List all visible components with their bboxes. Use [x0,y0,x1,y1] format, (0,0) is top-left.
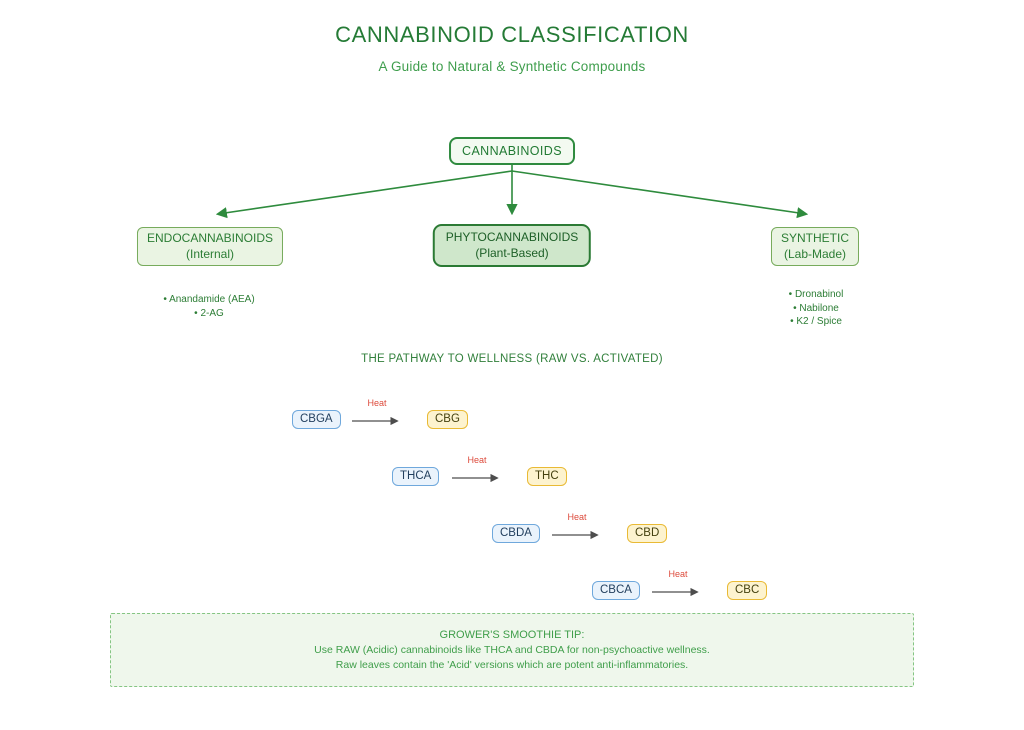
endocannabinoid-examples: • Anandamide (AEA) • 2-AG [163,293,254,320]
chip-cbda: CBDA [492,524,540,543]
tip-line-2: Raw leaves contain the 'Acid' versions w… [335,659,689,672]
node-phytocannabinoids-name: PHYTOCANNABINOIDS [445,230,579,244]
page-title: CANNABINOID CLASSIFICATION [335,22,689,47]
list-item: • Nabilone [793,302,839,314]
node-endocannabinoids: ENDOCANNABINOIDS (Internal) [136,227,284,267]
list-item: • Anandamide (AEA) [163,294,255,305]
node-synthetic-name: SYNTHETIC [780,231,850,245]
pathway-section-title: THE PATHWAY TO WELLNESS (RAW VS. ACTIVAT… [361,353,663,365]
heat-label: Heat [467,455,487,465]
synthetic-examples: • Dronabinol • Nabilone • K2 / Spice [789,288,844,329]
chip-cbg: CBG [427,410,468,429]
node-cannabinoids: CANNABINOIDS [449,137,575,166]
chip-cbc: CBC [727,581,768,600]
heat-label: Heat [367,398,387,408]
chip-thc: THC [527,467,567,486]
tip-title: GROWER'S SMOOTHIE TIP: [439,628,585,641]
node-endocannabinoids-qualifier: (Internal) [185,246,235,261]
tip-line-1: Use RAW (Acidic) cannabinoids like THCA … [314,644,710,657]
node-phytocannabinoids-qualifier: (Plant-Based) [475,245,549,260]
chip-cbca: CBCA [592,581,640,600]
node-endocannabinoids-name: ENDOCANNABINOIDS [146,231,274,245]
heat-label: Heat [567,512,587,522]
node-phytocannabinoids: PHYTOCANNABINOIDS (Plant-Based) [432,224,592,268]
chip-cbga: CBGA [292,410,341,429]
chip-thca: THCA [392,467,440,486]
heat-label: Heat [668,569,688,579]
node-cannabinoids-label: CANNABINOIDS [462,144,562,158]
page-subtitle: A Guide to Natural & Synthetic Compounds [378,59,646,74]
list-item: • 2-AG [194,307,224,319]
growers-tip-box: GROWER'S SMOOTHIE TIP: Use RAW (Acidic) … [110,613,914,687]
list-item: • K2 / Spice [790,316,842,327]
chip-cbd: CBD [627,524,668,543]
node-synthetic: SYNTHETIC (Lab-Made) [770,227,860,267]
list-item: • Dronabinol [788,289,844,300]
node-synthetic-qualifier: (Lab-Made) [783,246,847,261]
